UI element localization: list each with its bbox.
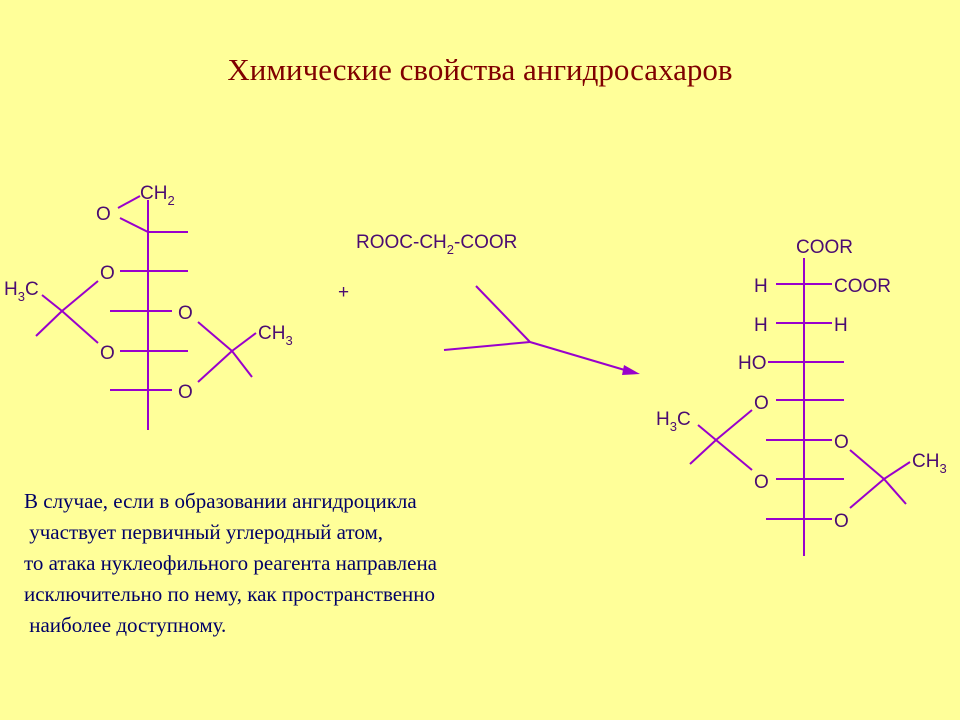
reactant-o-ring1-bottom: O <box>100 343 115 364</box>
product-h-right2: H <box>834 315 848 336</box>
product-ketal2-ch3 <box>883 461 911 480</box>
reactant-ketal2-ch3 <box>231 332 257 352</box>
product-h-left2: H <box>754 315 768 336</box>
reactant-ketal1-h3c <box>41 294 63 312</box>
product-bonds <box>689 258 911 556</box>
arrow-left-segment <box>443 341 531 351</box>
reactant-ketal1-o-top <box>61 280 99 312</box>
product-h3c-label: H3C <box>656 409 691 434</box>
arrowhead <box>622 365 640 375</box>
reactant-o-ring1-top: O <box>100 263 115 284</box>
product-h-left: H <box>754 276 768 297</box>
product-o3: O <box>754 472 769 493</box>
product-ketal1-o-top <box>715 409 753 441</box>
product-o2: O <box>834 432 849 453</box>
reactant-ch2-label: CH2 <box>140 183 175 208</box>
explanation-line: исключительно по нему, как пространствен… <box>24 582 436 606</box>
product-o1: O <box>754 393 769 414</box>
reagent-entry-line <box>475 285 531 343</box>
reactant-epoxide-bond-o <box>117 195 141 209</box>
product-ketal2-o-bottom <box>849 478 885 509</box>
explanation-line: наиболее доступному. <box>24 613 227 637</box>
explanation-line: участвует первичный углеродный атом, <box>24 520 383 544</box>
reactant-ketal2-o-bottom <box>197 350 233 383</box>
explanation-line: В случае, если в образовании ангидроцикл… <box>24 489 417 513</box>
product-ketal2-o-top <box>849 449 885 480</box>
plus-sign: + <box>338 282 349 303</box>
reactant-ch3-label: CH3 <box>258 323 293 348</box>
slide-title: Химические свойства ангидросахаров <box>227 52 733 87</box>
explanation-line: то атака нуклеофильного реагента направл… <box>24 551 437 575</box>
product-ketal1-o-bottom <box>715 439 753 471</box>
product-ketal1-h3c <box>697 424 717 441</box>
product-ho: HO <box>738 353 767 374</box>
product-ch3-label: CH3 <box>912 451 947 476</box>
explanation-text: В случае, если в образовании ангидроцикл… <box>24 486 437 641</box>
product-coor-top: COOR <box>796 237 853 258</box>
product-ketal1-ch3 <box>689 439 717 465</box>
reactant-bonds <box>35 195 257 430</box>
product-o4: O <box>834 511 849 532</box>
reactant-ketal1-ch3 <box>35 310 63 337</box>
reactant-h3c-label: H3C <box>4 279 39 304</box>
product-ketal2-ch3b <box>883 478 907 505</box>
reactant-o-ring2-bottom: O <box>178 382 193 403</box>
reactant-ketal1-o-bottom <box>61 310 99 344</box>
reactant-o-epoxide: O <box>96 204 111 225</box>
arrow-main-segment <box>529 341 629 372</box>
reactant-ketal2-o-top <box>197 321 233 352</box>
reactant-o-ring2-top: O <box>178 303 193 324</box>
reactant-ketal2-ch3b <box>231 350 253 378</box>
product-coor-right: COOR <box>834 276 891 297</box>
reagent-formula: ROOC-CH2-COOR <box>356 232 517 257</box>
reaction-arrow <box>443 285 640 375</box>
reactant-epoxide-bond-c <box>119 217 149 233</box>
